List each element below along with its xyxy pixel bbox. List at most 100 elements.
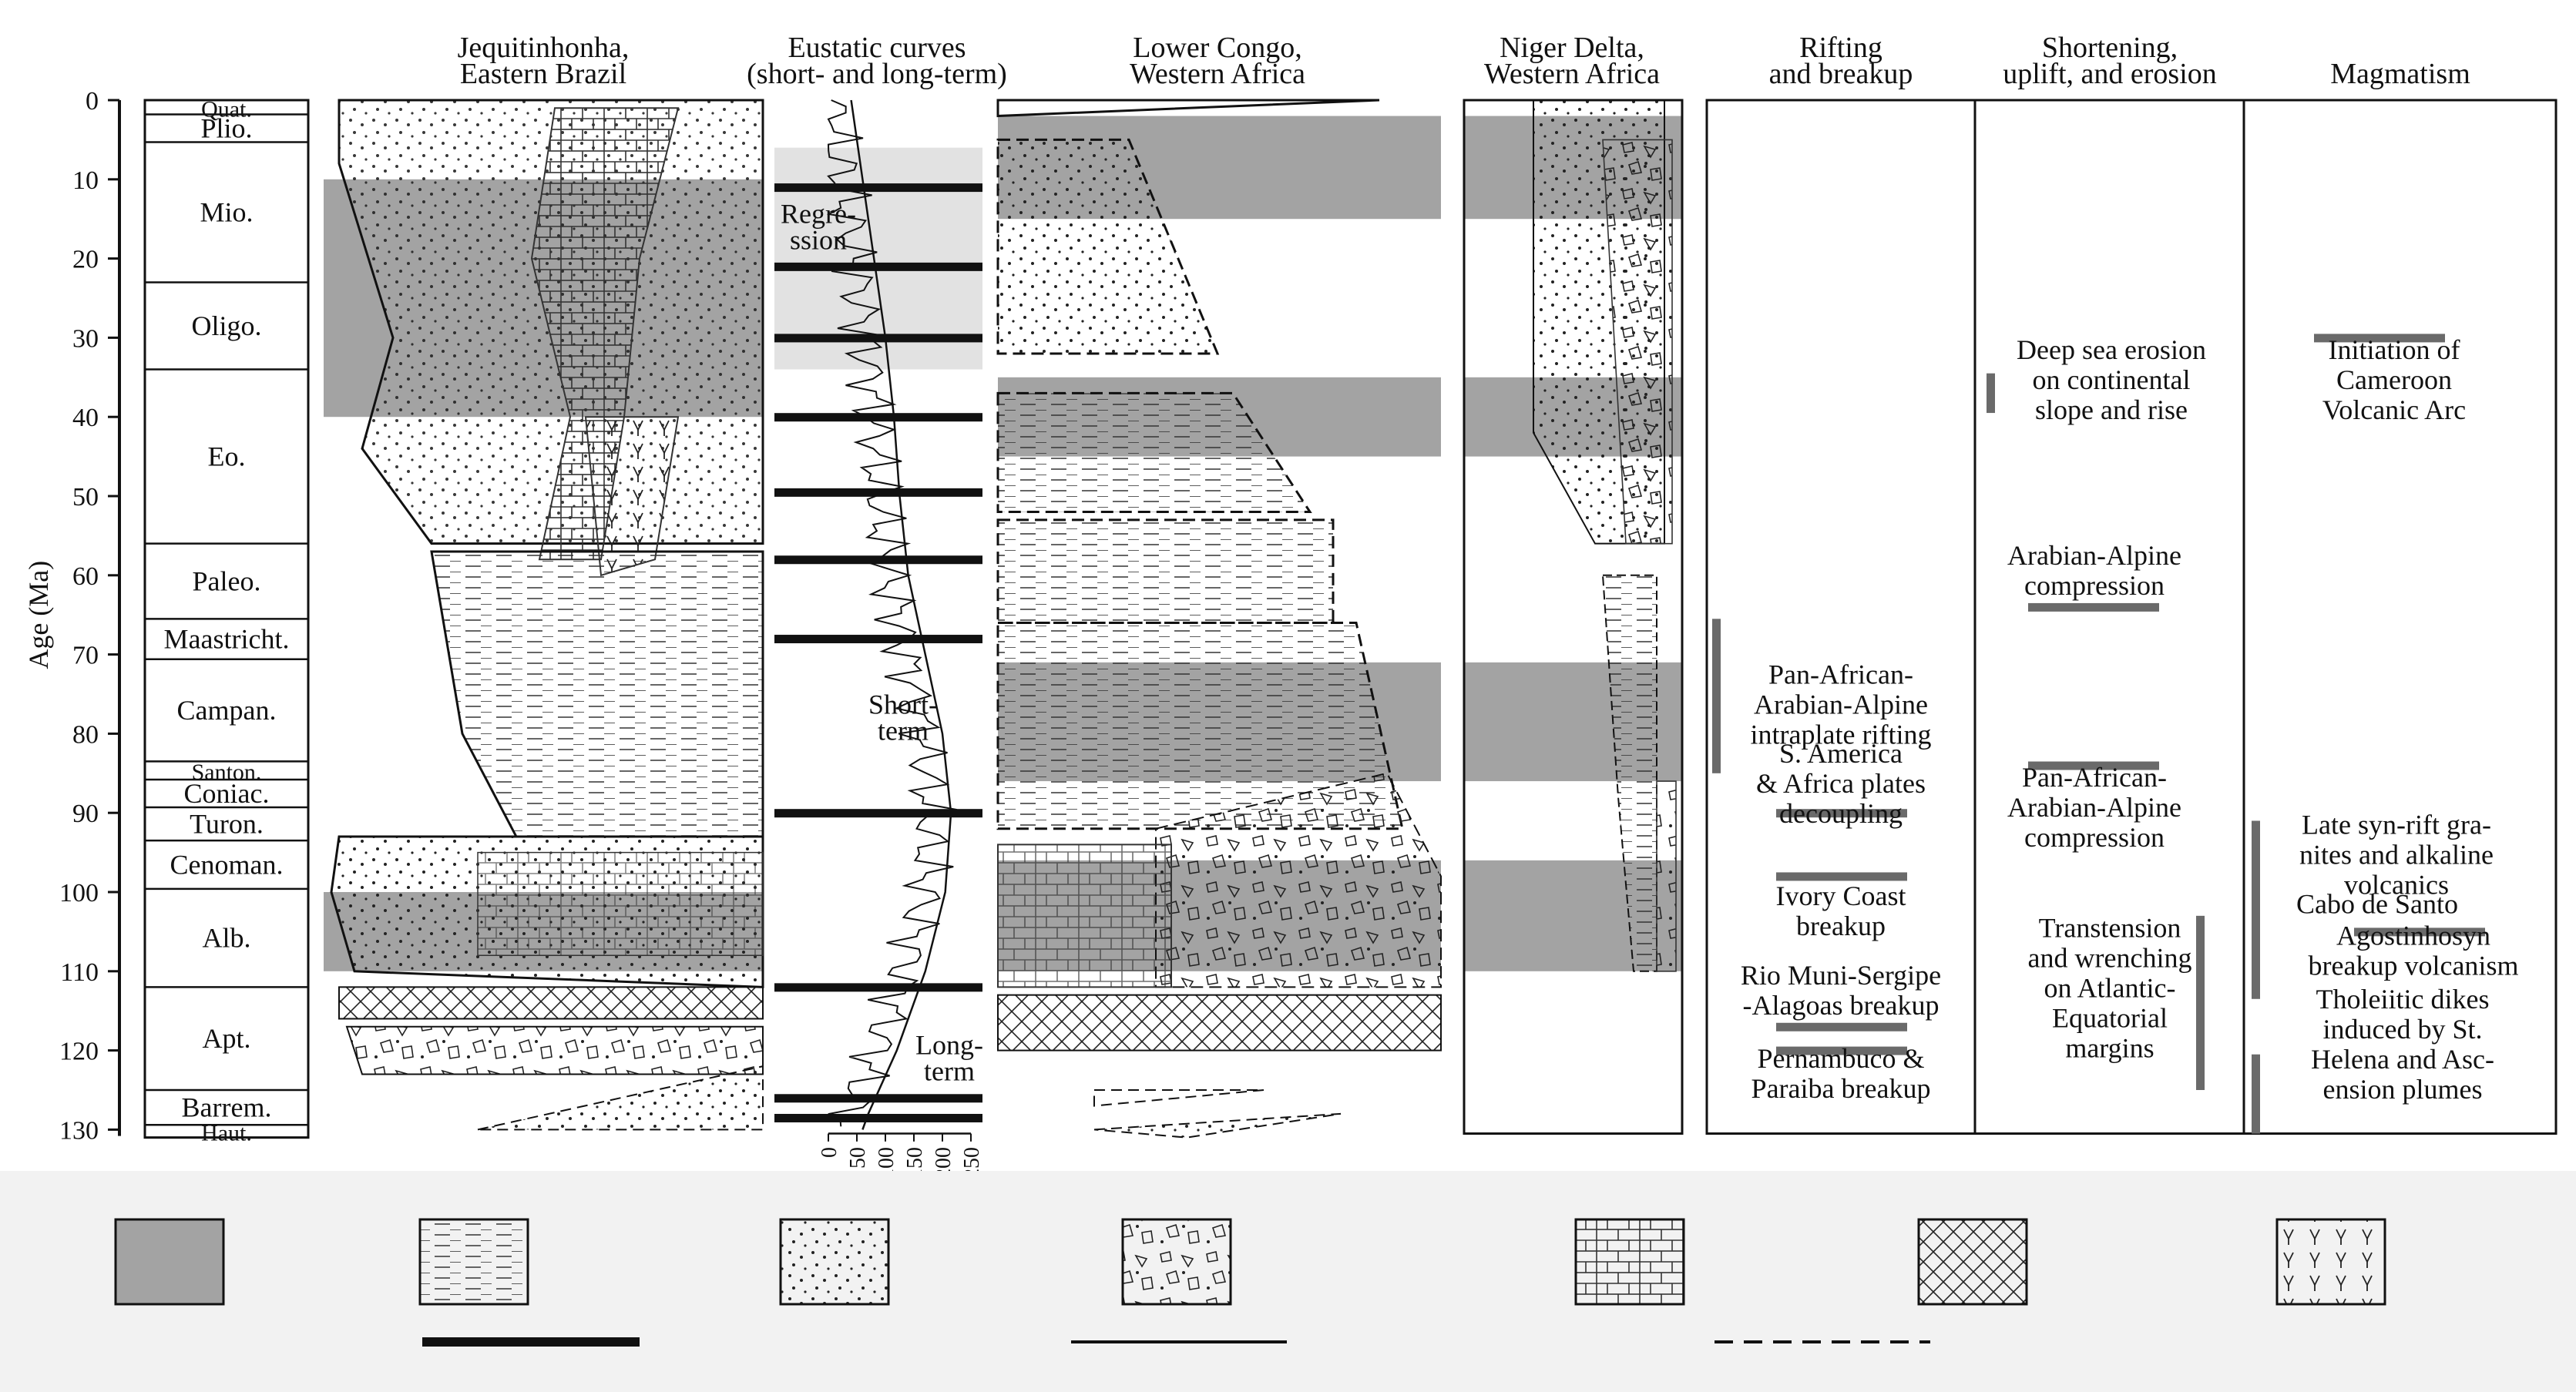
rifting-event-bar: [1776, 1022, 1907, 1031]
major-sequence-boundary: [774, 635, 982, 644]
eustatic-long-term-label-line: Long-: [915, 1030, 983, 1061]
legend-swatch-sandstone: [779, 1218, 890, 1306]
magmatism-event-text-line: Volcanic Arc: [2322, 394, 2466, 425]
age-tick-label: 10: [72, 166, 99, 195]
rifting-event-text-line: Rio Muni-Sergipe: [1741, 960, 1941, 991]
magmatism-duration-bar: [2252, 820, 2260, 999]
header-lower-congo-line: Lower Congo,: [1133, 32, 1302, 64]
columns-and-axes: [108, 99, 2558, 1142]
stage-label: Alb.: [203, 923, 251, 954]
age-tick-label: 40: [72, 404, 99, 432]
stage-label: Plio.: [200, 112, 252, 143]
header-eustatic-line: (short- and long-term): [747, 58, 1007, 90]
events-frame: [1705, 99, 2558, 1135]
stage-label: Apt.: [203, 1023, 251, 1054]
age-tick-label: 30: [72, 324, 99, 353]
sandstone-body: [996, 138, 1220, 355]
major-sequence-boundary: [774, 334, 982, 343]
rifting-event-text-line: breakup: [1796, 911, 1886, 941]
shortening-event-text-line: margins: [2065, 1032, 2154, 1063]
major-sequence-boundary: [774, 555, 982, 565]
conglomerate-body: [345, 1025, 764, 1075]
shortening-event-text-line: and wrenching: [2028, 942, 2192, 973]
legend-major-boundary-line: [422, 1337, 640, 1347]
header-magmatism-line: Magmatism: [2330, 58, 2470, 90]
shortening-event-text-line: Transtension: [2039, 912, 2181, 943]
magmatism-event-text-line: breakup volcanism: [2309, 951, 2519, 981]
major-sequence-boundary: [774, 1094, 982, 1103]
header-shortening-line: uplift, and erosion: [2003, 58, 2217, 90]
major-sequence-boundary: [774, 262, 982, 271]
rifting-event-text-line: -Alagoas breakup: [1743, 990, 1940, 1021]
shortening-duration-bar: [2196, 915, 2205, 1090]
conglomerate-body: [1155, 772, 1442, 988]
rifting-event-text-line: intraplate rifting: [1751, 719, 1932, 750]
rifting-event-text-line: decoupling: [1779, 798, 1903, 829]
siltstone-body: [996, 518, 1335, 624]
legend-swatch-siltstone: [418, 1218, 529, 1306]
rifting-duration-bar: [1712, 619, 1721, 773]
major-sequence-boundary: [774, 809, 982, 818]
shortening-event-text-line: Deep sea erosion: [2017, 334, 2206, 365]
stage-label: Paleo.: [193, 566, 261, 597]
legend-swatch-conglomerate: [1121, 1218, 1232, 1306]
siltstone-body: [430, 550, 764, 838]
rifting-event-text-line: Pernambuco &: [1758, 1043, 1925, 1074]
evaporite-body: [997, 994, 1442, 1052]
lithology-fills: [330, 99, 1677, 1139]
magmatism-duration-bar: [2252, 1054, 2260, 1134]
age-tick-label: 100: [59, 879, 99, 907]
shortening-event-text-line: Arabian-Alpine: [2007, 792, 2181, 823]
eustatic-short-term-label-line: Short-: [868, 689, 938, 720]
sandstone-body: [477, 1065, 764, 1131]
header-jequitinhonha-line: Eastern Brazil: [460, 58, 626, 90]
stage-label: Barrem.: [182, 1092, 272, 1123]
shortening-event-text-line: on Atlantic-: [2044, 972, 2176, 1003]
magmatism-event-text-line: Agostinhosyn: [2336, 921, 2490, 951]
short-term-curve: [826, 99, 958, 1127]
legend-panel: [0, 1171, 2576, 1392]
sequence-boundaries: [774, 183, 2485, 1134]
stage-label: Campan.: [177, 695, 277, 726]
magmatism-event-text-line: Initiation of: [2329, 334, 2460, 365]
conglomerate-body: [1656, 780, 1677, 972]
major-sequence-boundary: [774, 183, 982, 193]
age-tick-label: 90: [72, 800, 99, 828]
shortening-event-text-line: Pan-African-: [2022, 762, 2167, 793]
legend-swatch-volcanic: [2275, 1218, 2386, 1306]
eustatic-regression-label-line: ssion: [790, 224, 847, 255]
conglomerate-body: [1602, 139, 1673, 545]
header-rifting-line: and breakup: [1769, 58, 1913, 90]
rifting-event-text-line: S. America: [1779, 738, 1903, 769]
magmatism-event-text-line: Late syn-rift gra-: [2302, 810, 2491, 840]
major-sequence-boundary: [774, 488, 982, 497]
niger-delta-frame: [1463, 99, 1684, 1135]
stage-label: Cenoman.: [170, 850, 284, 880]
header-eustatic-line: Eustatic curves: [788, 32, 966, 64]
shortening-event-text-line: slope and rise: [2035, 394, 2188, 425]
magmatism-event-text-line: Tholeiitic dikes: [2316, 984, 2490, 1015]
limestone-body: [477, 851, 764, 956]
header-lower-congo-line: Western Africa: [1130, 58, 1305, 90]
eustatic-regression-label-line: Regre-: [781, 198, 856, 229]
header-jequitinhonha-line: Jequitinhonha,: [458, 32, 630, 64]
age-tick-label: 60: [72, 562, 99, 591]
eustatic-short-term-label-line: term: [878, 716, 929, 746]
shortening-event-text-line: Equatorial: [2052, 1002, 2168, 1033]
shortening-duration-bar: [1987, 373, 1995, 414]
rifting-event-bar: [1776, 872, 1907, 881]
limestone-body: [997, 844, 1172, 988]
magmatism-event-text-line: Cabo de Santo: [2296, 888, 2458, 919]
shortening-event-text-line: compression: [2024, 570, 2165, 601]
legend: [0, 1171, 2576, 1392]
shortening-event-text-line: compression: [2024, 822, 2165, 853]
stage-label: Turon.: [190, 809, 264, 840]
magmatism-event-text-line: ension plumes: [2323, 1074, 2483, 1105]
eustatic-tick-label: 0: [818, 1147, 841, 1158]
age-tick-label: 70: [72, 642, 99, 670]
stage-label: Eo.: [208, 441, 246, 472]
age-tick-label: 50: [72, 483, 99, 512]
stage-label: Mio.: [200, 196, 253, 227]
